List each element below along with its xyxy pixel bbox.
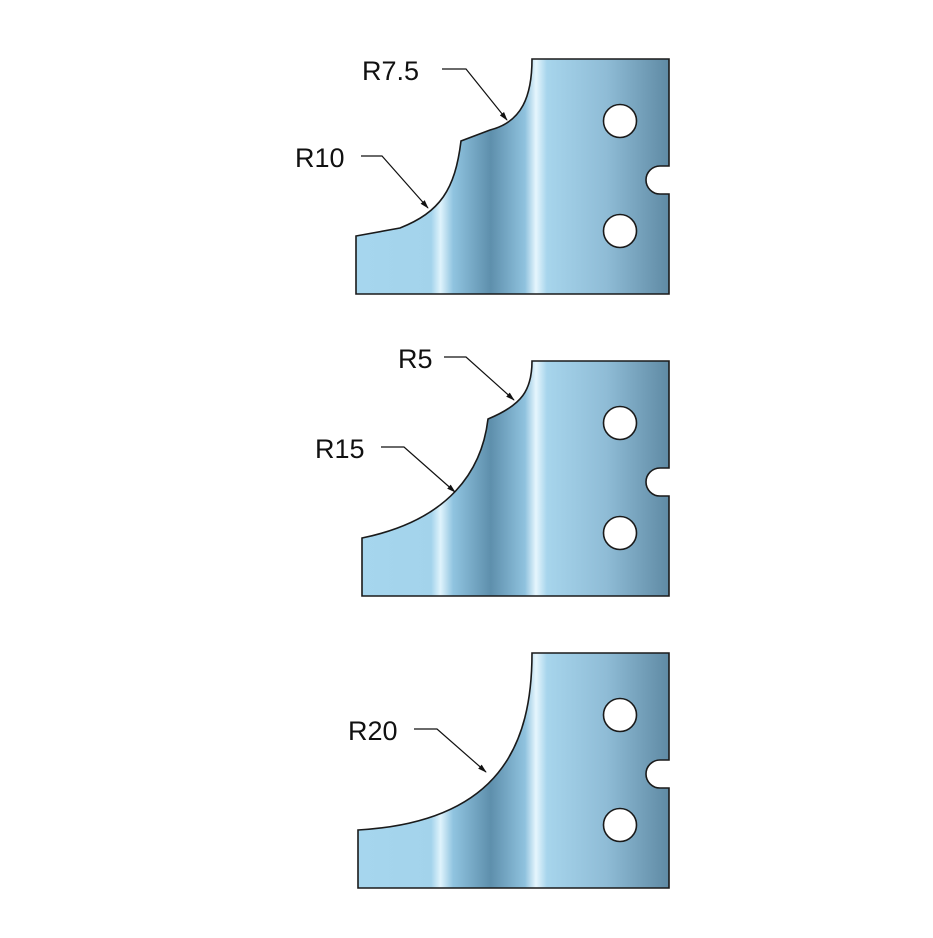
leader-line xyxy=(444,356,515,401)
leader-line xyxy=(442,68,508,121)
leader-line xyxy=(361,155,429,209)
blade-body xyxy=(361,360,670,597)
bolt-hole xyxy=(602,807,638,843)
leader-line xyxy=(381,446,456,493)
blade-body xyxy=(355,58,670,295)
blade-body xyxy=(357,652,670,889)
bolt-hole xyxy=(602,405,638,441)
profile-2: R5 R15 xyxy=(315,344,670,597)
leader-line xyxy=(414,728,487,773)
radius-label: R5 xyxy=(398,344,433,374)
radius-label: R10 xyxy=(295,143,345,173)
profile-1: R7.5 R10 xyxy=(295,56,670,295)
profile-3: R20 xyxy=(348,652,670,889)
bolt-hole xyxy=(602,697,638,733)
bolt-hole xyxy=(602,213,638,249)
bolt-hole xyxy=(602,515,638,551)
radius-label: R7.5 xyxy=(362,56,419,86)
radius-label: R20 xyxy=(348,716,398,746)
radius-label: R15 xyxy=(315,434,365,464)
bolt-hole xyxy=(602,103,638,139)
